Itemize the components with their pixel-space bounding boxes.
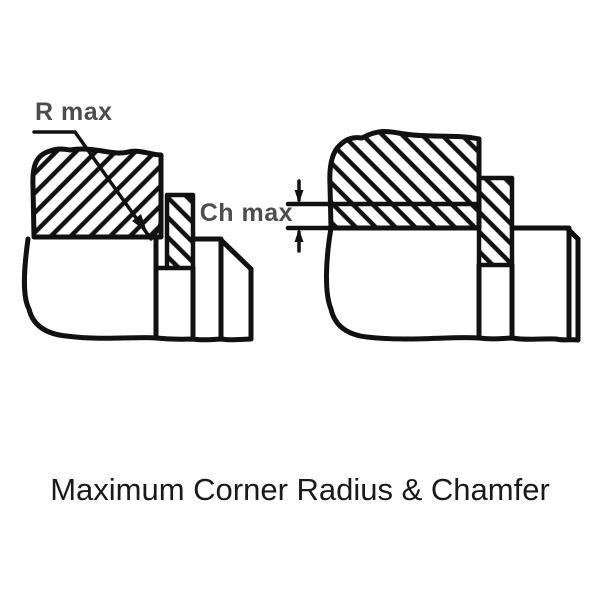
chamfer-housing-block-hatched [327,129,482,231]
chamfer-figure [285,129,581,343]
r-max-label: R max [35,98,113,126]
figure-caption: Maximum Corner Radius & Chamfer [50,472,550,507]
chamfer-bottom-break-line [364,334,581,343]
corner-radius-arc [141,217,164,240]
radius-step-chamfer [217,236,254,272]
radius-ring-strip-hatched [164,192,196,271]
radius-shaft-outline [21,236,69,339]
ch-max-upper-arrowhead [294,190,304,203]
radius-housing-block-hatched [30,146,164,240]
chamfer-ring-strip-hatched [476,175,515,268]
chamfer-shaft-outline [324,225,370,340]
r-max-arrowhead [132,214,147,232]
ch-max-label: Ch max [199,199,293,227]
radius-figure [21,130,254,343]
r-max-leader-line [32,130,153,241]
ch-max-lower-arrowhead [294,229,304,242]
